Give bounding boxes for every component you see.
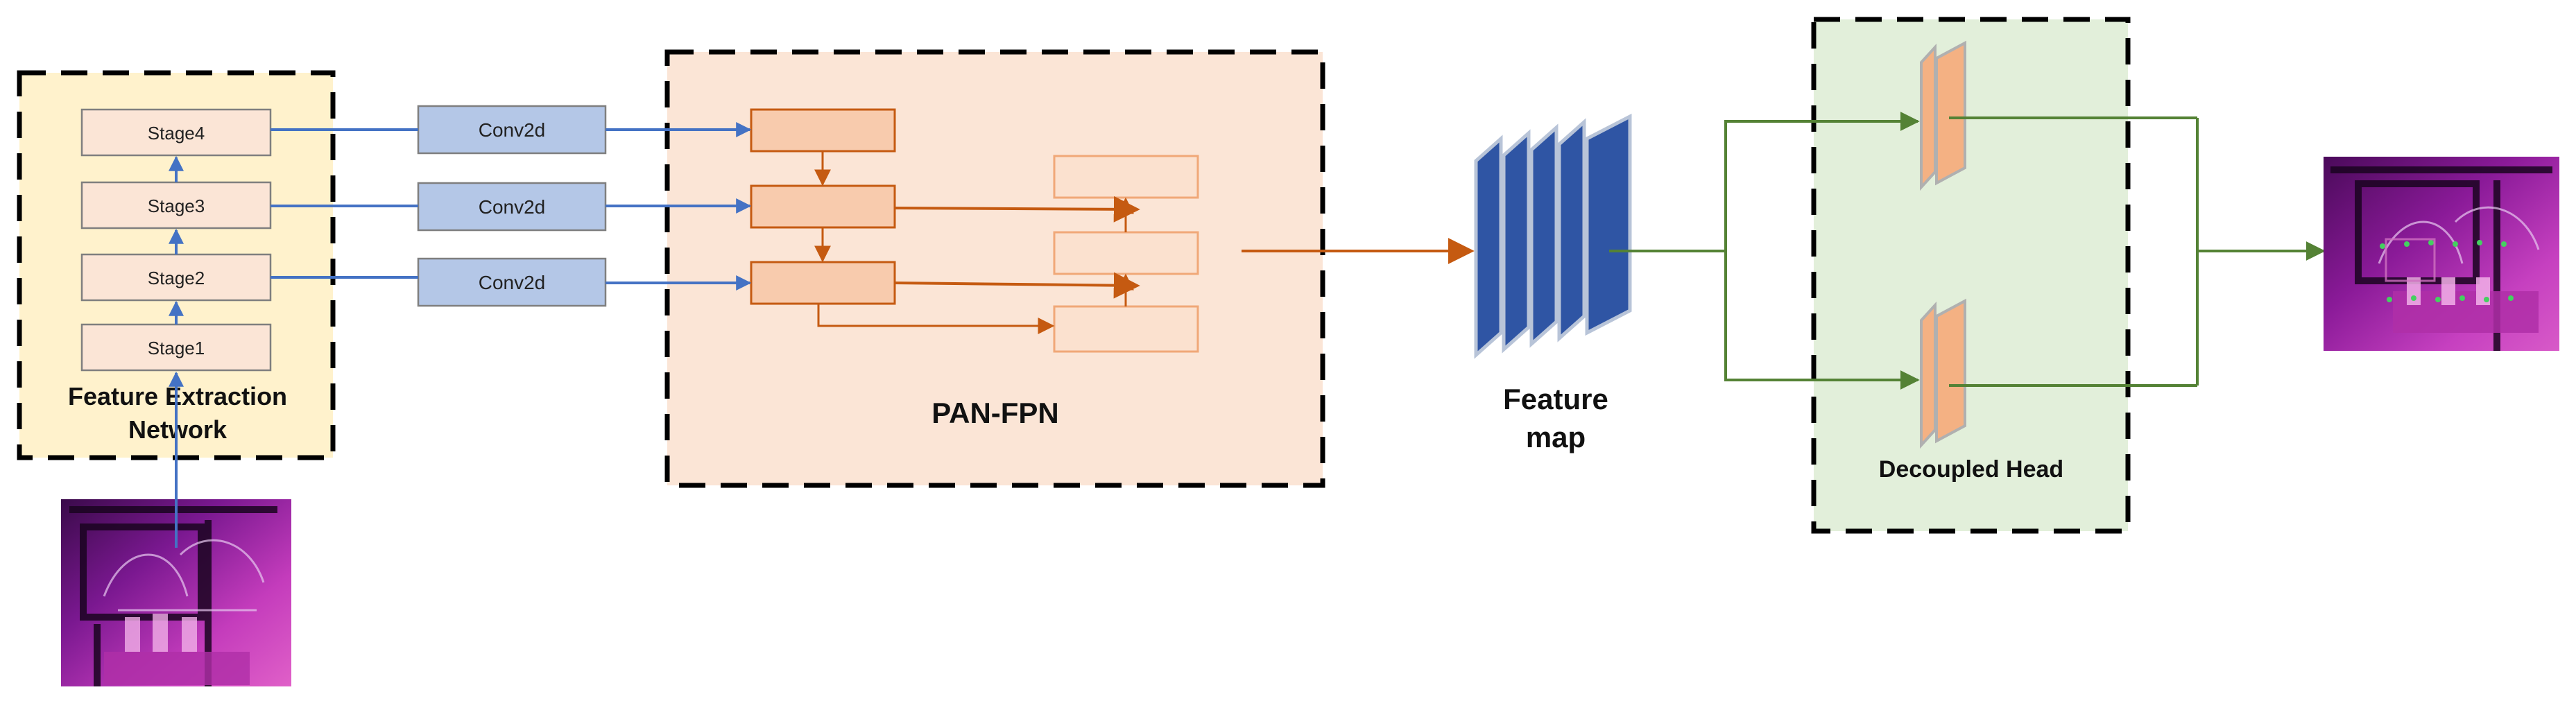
arrow-fpn-bottom-pan [894, 272, 1140, 299]
stage2-label: Stage2 [148, 268, 205, 288]
detection-points [2380, 240, 2514, 302]
fpn-box-middle [750, 184, 896, 229]
conv2d-top-label: Conv2d [479, 119, 546, 141]
fpn-box-bottom [750, 261, 896, 305]
head-branch-bottom [1920, 298, 1966, 449]
stage3-box: Stage3 [80, 181, 272, 230]
feature-map-stack: Feature map [1474, 113, 1632, 453]
pan-box-middle [1053, 231, 1199, 275]
output-thermal-image-with-detections [2324, 157, 2559, 351]
feature-sheet-2 [1502, 129, 1531, 354]
fpn-box-top [750, 108, 896, 153]
feature-sheet-4 [1557, 118, 1586, 343]
pan-box-top [1053, 155, 1199, 199]
feature-map-label-line2: map [1526, 421, 1586, 453]
conv2d-bottom: Conv2d [417, 257, 607, 307]
feature-sheet-5 [1585, 113, 1632, 336]
feature-map-label-line1: Feature [1503, 383, 1608, 415]
decoupled-head: Decoupled Head [1609, 17, 2199, 534]
decoupled-head-panel [1811, 17, 2131, 534]
decoupled-head-title: Decoupled Head [1879, 456, 2063, 483]
head-branch-top [1920, 40, 1966, 191]
arrow-fpn-bottom-to-pan-bottom [817, 304, 1055, 334]
conv2d-middle-label: Conv2d [479, 196, 546, 218]
detection-box [2385, 238, 2436, 282]
conv2d-top: Conv2d [417, 105, 607, 155]
stage2-box: Stage2 [80, 253, 272, 302]
feature-sheet-1 [1474, 135, 1503, 359]
stage4-box: Stage4 [80, 108, 272, 157]
stage1-box: Stage1 [80, 323, 272, 372]
stage1-label: Stage1 [148, 338, 205, 358]
stage3-label: Stage3 [148, 196, 205, 216]
backbone-title-line2: Network [128, 415, 227, 444]
feature-sheet-3 [1529, 123, 1559, 348]
pan-box-bottom [1053, 305, 1199, 353]
pan-fpn-title: PAN-FPN [931, 397, 1059, 429]
pan-fpn-neck: PAN-FPN [606, 49, 1325, 488]
arrow-fpn-middle-pan [894, 196, 1140, 223]
stage4-label: Stage4 [148, 123, 205, 144]
conv2d-middle: Conv2d [417, 182, 607, 232]
conv2d-bottom-label: Conv2d [479, 272, 546, 293]
